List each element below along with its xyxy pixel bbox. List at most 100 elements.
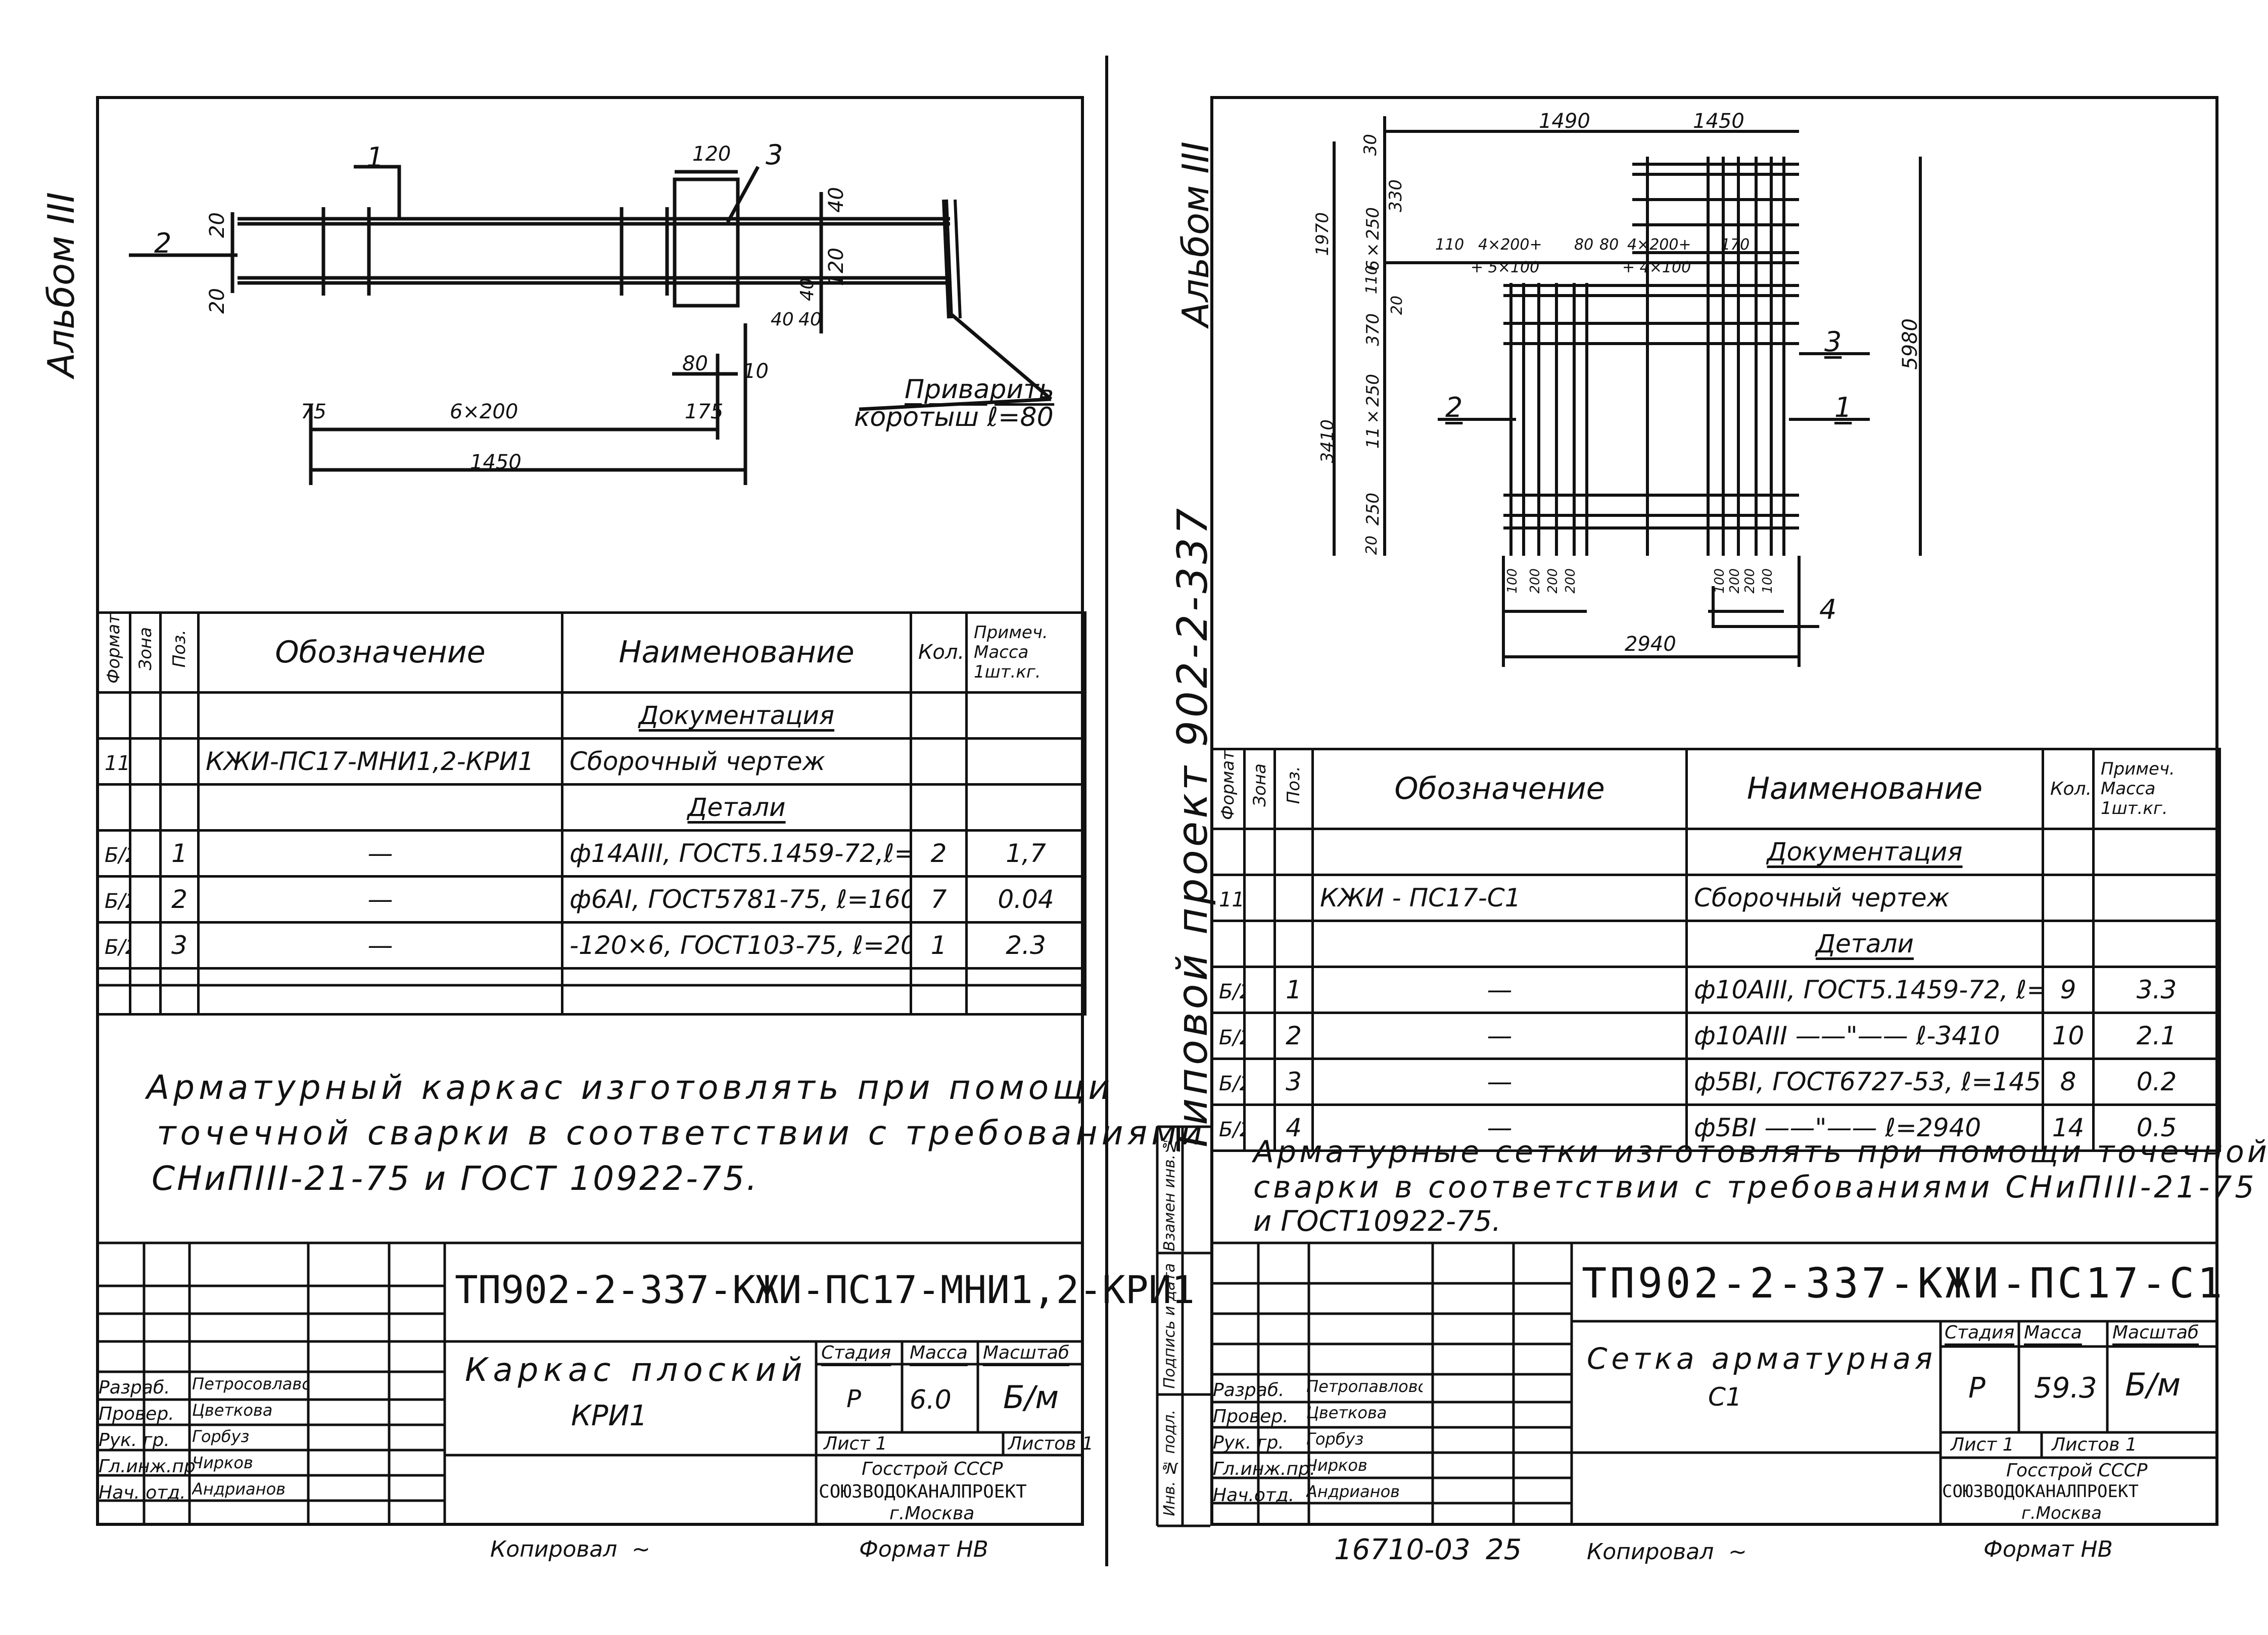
left-org-1: Госстрой СССР: [862, 1459, 1003, 1479]
right-dim-top-a: 110: [1435, 236, 1464, 254]
spec-name-cell-text: ф14АIII, ГОСТ5.1459-72,ℓ=1410: [570, 838, 909, 868]
spec-format-cell: Б/2: [1210, 1057, 1246, 1106]
spec-mass-cell-text: 0.2: [2136, 1067, 2177, 1096]
spec-name-cell: Сборочный чертеж: [561, 737, 912, 786]
right-dim-1490: 1490: [1539, 110, 1590, 133]
spec-qty-cell: 8: [2042, 1057, 2095, 1106]
spec-name-cell: Детали: [561, 783, 912, 832]
right-page-number: 25: [1486, 1533, 1522, 1566]
spec-designation-cell: —: [1311, 1011, 1688, 1060]
left-note-line-2: точечной сварки в соответствии с требова…: [157, 1114, 1206, 1152]
spec-name-cell-text: ф5ВI, ГОСТ6727-53, ℓ=1450: [1694, 1067, 2043, 1096]
spec-format-cell: [96, 967, 131, 1016]
role-row: Рук. гр.Горбуз: [1213, 1429, 1423, 1453]
role-person: Чирков: [192, 1453, 253, 1472]
spec-name-cell: Сборочный чертеж: [1685, 873, 2044, 922]
spec-mass-cell: 0.2: [2092, 1057, 2221, 1106]
spec-zone-cell: [1243, 827, 1276, 876]
spec-mass-cell: [2092, 873, 2221, 922]
spec-mass-cell-text: 0.5: [2136, 1113, 2177, 1142]
left-mass: 6.0: [910, 1385, 952, 1415]
spec-format-cell: [1210, 827, 1246, 876]
right-hdr-qty: Кол.: [2042, 748, 2095, 830]
spec-designation-cell: КЖИ - ПС17-С1: [1311, 873, 1688, 922]
right-hdr-scale: Масштаб: [2112, 1322, 2199, 1343]
left-hdr-qty: Кол.: [910, 611, 968, 694]
role-title: Провер.: [1213, 1406, 1289, 1427]
right-title-code: ТП902-2-337-КЖИ-ПС17-С1: [1582, 1260, 2226, 1308]
spec-mass-cell: 3.3: [2092, 965, 2221, 1014]
right-dim-top-h: + 4×100: [1622, 259, 1691, 276]
left-hdr-name: Наименование: [561, 611, 912, 694]
spec-zone-cell: [129, 783, 162, 832]
right-mass: 59.3: [2034, 1372, 2097, 1405]
left-format-label: Формат НВ: [859, 1536, 988, 1562]
right-dim-1450: 1450: [1693, 110, 1744, 133]
spec-designation-cell: —: [197, 921, 563, 970]
spec-pos-cell-text: 2: [171, 884, 187, 914]
spec-name-cell: ф10АIII ——"—— ℓ-3410: [1685, 1011, 2044, 1060]
role-title: Провер.: [99, 1404, 174, 1424]
spec-designation-cell: —: [197, 829, 563, 878]
spec-qty-cell-text: 7: [930, 884, 947, 914]
right-callout-1: 1: [1834, 392, 1852, 423]
role-row: Нач.отд.Андрианов: [1213, 1482, 1423, 1506]
spec-designation-cell: [1311, 827, 1688, 876]
spec-name-cell: [561, 967, 912, 1016]
spec-mass-cell-text: 1,7: [1006, 838, 1046, 868]
spec-pos-cell-text: 3: [171, 930, 187, 960]
spec-name-cell-text: ф6АI, ГОСТ5781-75, ℓ=160: [570, 884, 911, 914]
spec-mass-cell: [965, 783, 1086, 832]
spec-zone-cell: [129, 967, 162, 1016]
right-org-2: СОЮЗВОДОКАНАЛПРОЕКТ: [1942, 1481, 2139, 1502]
spec-pos-cell-text: 3: [1286, 1067, 1302, 1096]
right-callout-4: 4: [1819, 594, 1837, 626]
right-dim-top-c: 80: [1574, 236, 1594, 254]
spec-name-cell-text: Документация: [639, 700, 834, 730]
spec-row: Документация: [1210, 827, 2221, 876]
role-row: Нач. отд.Андрианов: [99, 1479, 308, 1503]
left-sheet-no: Лист 1: [824, 1433, 887, 1454]
left-dim-80: 80: [682, 352, 708, 375]
spec-designation-cell: КЖИ-ПС17-МНИ1,2-КРИ1: [197, 737, 563, 786]
right-org-3: г.Москва: [2021, 1503, 2102, 1523]
spec-name-cell: Детали: [1685, 919, 2044, 968]
spec-row: Детали: [96, 783, 1086, 832]
left-title-name-2: КРИ1: [571, 1400, 648, 1432]
spec-format-cell: Б/2: [1210, 1011, 1246, 1060]
spec-name-cell-text: Детали: [1815, 929, 1914, 958]
spec-designation-cell-text: —: [1487, 975, 1513, 1004]
left-org-3: г.Москва: [889, 1503, 975, 1524]
right-dim-top-e: 4×200+: [1627, 236, 1691, 254]
spec-zone-cell: [1243, 919, 1276, 968]
spec-designation-cell: [197, 967, 563, 1016]
role-person: Горбуз: [1306, 1429, 1364, 1449]
spec-qty-cell: [910, 967, 968, 1016]
spec-mass-cell: [965, 691, 1086, 740]
spec-qty-cell-text: 2: [930, 838, 947, 868]
role-person: Петропавловская: [1306, 1377, 1423, 1396]
spec-mass-cell: 0.5: [2092, 1103, 2221, 1152]
left-hdr-stage: Стадия: [821, 1342, 891, 1363]
left-scale: Б/м: [1003, 1379, 1059, 1416]
left-dim-6x200: 6×200: [450, 400, 518, 423]
role-person: Андрианов: [1306, 1482, 1400, 1501]
spec-mass-cell: [965, 967, 1086, 1016]
spec-designation-cell: —: [1311, 1103, 1688, 1152]
spec-mass-cell-text: 3.3: [2136, 975, 2177, 1004]
role-row: Рук. гр.Горбуз: [99, 1427, 308, 1451]
left-callout-2: 2: [154, 227, 172, 259]
left-dim-120: 120: [692, 142, 731, 166]
spec-format-cell: 11: [96, 737, 131, 786]
spec-format-cell-text: 11: [1219, 888, 1245, 911]
spec-pos-cell: 2: [1273, 1011, 1314, 1060]
right-stage: Р: [1968, 1372, 1986, 1405]
spec-row: Б/21—ф14АIII, ГОСТ5.1459-72,ℓ=141021,7: [96, 829, 1086, 878]
role-title: Гл.инж.пр: [99, 1456, 196, 1477]
spec-name-cell-text: Документация: [1767, 837, 1963, 867]
right-note-line-2: сварки в соответствии с требованиями СНи…: [1253, 1170, 2257, 1205]
right-dim-top-f: 170: [1721, 236, 1750, 254]
